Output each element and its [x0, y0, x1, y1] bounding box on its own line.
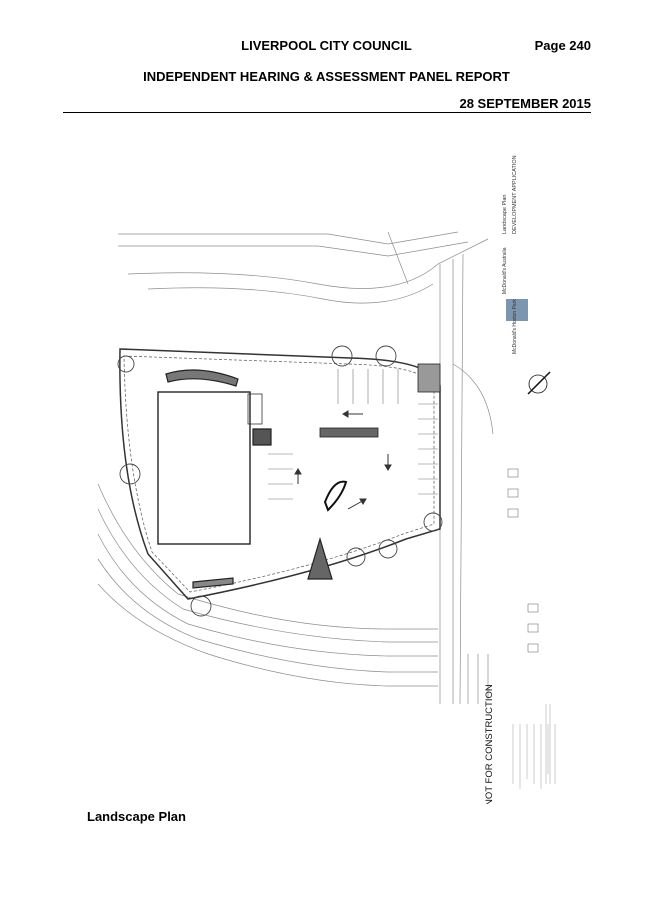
traffic-arrows [294, 410, 392, 510]
building-footprint [157, 391, 251, 545]
project-label: McDonald's Hoxton Park [512, 299, 518, 354]
title-block [506, 299, 556, 789]
landscape-plan-drawing: NOT FOR CONSTRUCTION Landscape Plan DEVE… [97, 155, 556, 804]
council-name: LIVERPOOL CITY COUNCIL [241, 38, 412, 53]
traffic-island [323, 480, 348, 512]
header-rule [63, 112, 591, 113]
figure-caption: Landscape Plan [87, 809, 186, 824]
trees [117, 345, 443, 617]
drive-thru-booth [247, 393, 263, 425]
drawing-status-label: DEVELOPMENT APPLICATION [512, 155, 518, 234]
enclosure [417, 363, 441, 393]
client-label: McDonald's Australia [502, 247, 508, 294]
parking-island [319, 427, 379, 438]
parking-stalls [268, 369, 438, 500]
legend [467, 468, 539, 704]
report-title: INDEPENDENT HEARING & ASSESSMENT PANEL R… [143, 69, 510, 84]
drawing-title-label: Landscape Plan [502, 195, 508, 234]
not-for-construction-stamp: NOT FOR CONSTRUCTION [484, 684, 495, 804]
report-date: 28 SEPTEMBER 2015 [459, 96, 591, 111]
page-number: Page 240 [534, 38, 591, 53]
hatched-zones [165, 369, 333, 589]
